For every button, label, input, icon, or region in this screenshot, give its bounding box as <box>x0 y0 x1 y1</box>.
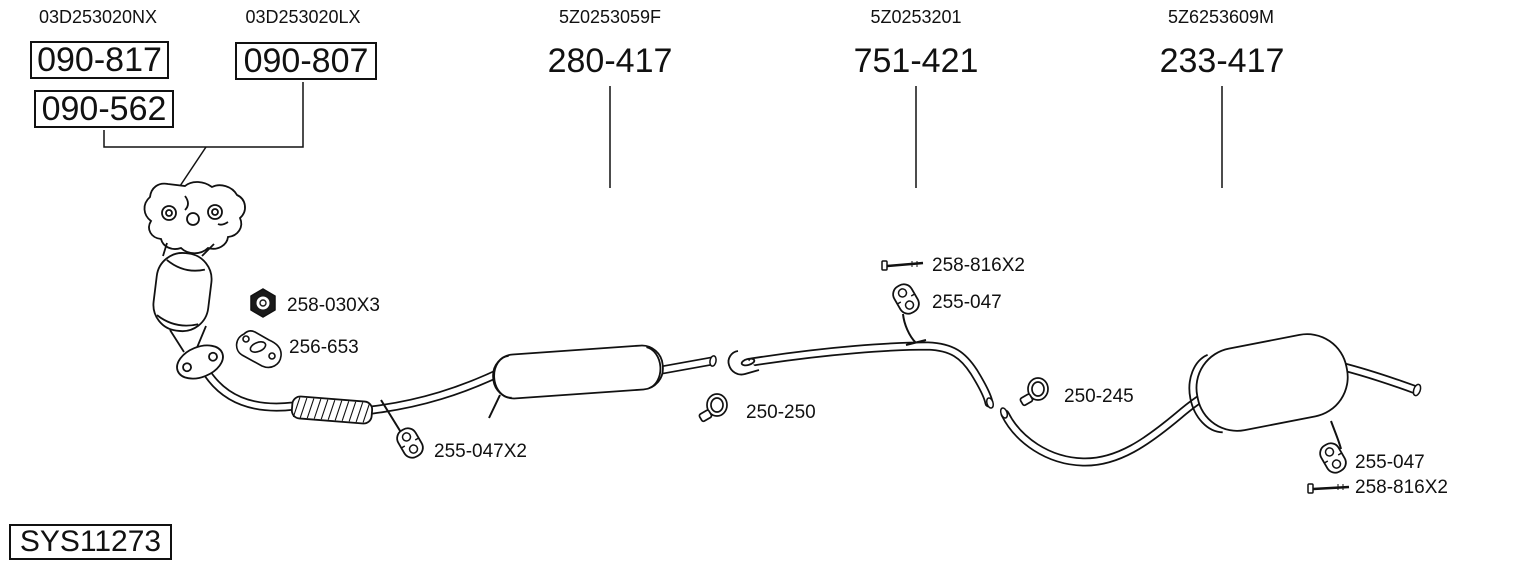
pipe-open-ends <box>709 355 1422 419</box>
flex-pipe-section <box>290 395 374 425</box>
oem-number-1: 03D253020NX <box>38 7 158 27</box>
oem-number-5: 5Z6253609M <box>1167 7 1275 27</box>
clamp-icon-250-250 <box>698 393 728 423</box>
exhaust-manifold <box>143 181 246 257</box>
part-number-751-421: 751-421 <box>853 42 979 80</box>
callout-label-250-245: 250-245 <box>1064 386 1134 407</box>
oem-number-2: 03D253020LX <box>245 7 361 27</box>
hanger-icon-middle <box>888 280 924 318</box>
hanger-icon-rear <box>1315 439 1351 477</box>
bolt-icon-middle <box>881 260 924 271</box>
rear-muffler <box>1188 333 1349 434</box>
callout-label-258-816X2-rear: 258-816X2 <box>1355 477 1448 498</box>
part-number-280-417: 280-417 <box>547 42 673 80</box>
catalytic-converter <box>152 252 224 380</box>
callout-label-255-047X2: 255-047X2 <box>434 441 527 462</box>
callout-label-258-030X3: 258-030X3 <box>287 295 380 316</box>
nut-icon <box>250 288 276 318</box>
callout-label-258-816X2-middle: 258-816X2 <box>932 255 1025 276</box>
system-id-badge: SYS11273 <box>9 524 172 560</box>
part-number-090-807: 090-807 <box>235 42 377 80</box>
oem-number-3: 5Z0253059F <box>558 7 662 27</box>
callout-label-255-047-rear: 255-047 <box>1355 452 1425 473</box>
callout-label-250-250: 250-250 <box>746 402 816 423</box>
part-number-233-417: 233-417 <box>1159 42 1285 80</box>
callout-label-256-653: 256-653 <box>289 337 359 358</box>
hanger-rods <box>380 313 1342 450</box>
bolt-icon-rear <box>1307 483 1350 494</box>
middle-muffler <box>492 344 664 400</box>
oem-number-4: 5Z0253201 <box>870 7 962 27</box>
leader-lines <box>103 82 1223 193</box>
gasket-icon <box>235 330 282 369</box>
clamp-icon-250-245 <box>1019 377 1049 407</box>
middle-pipe-flange <box>727 350 760 376</box>
part-number-090-817: 090-817 <box>30 41 169 79</box>
downpipe-flange <box>176 344 224 380</box>
part-number-090-562: 090-562 <box>34 90 174 128</box>
callout-label-255-047-middle: 255-047 <box>932 292 1002 313</box>
